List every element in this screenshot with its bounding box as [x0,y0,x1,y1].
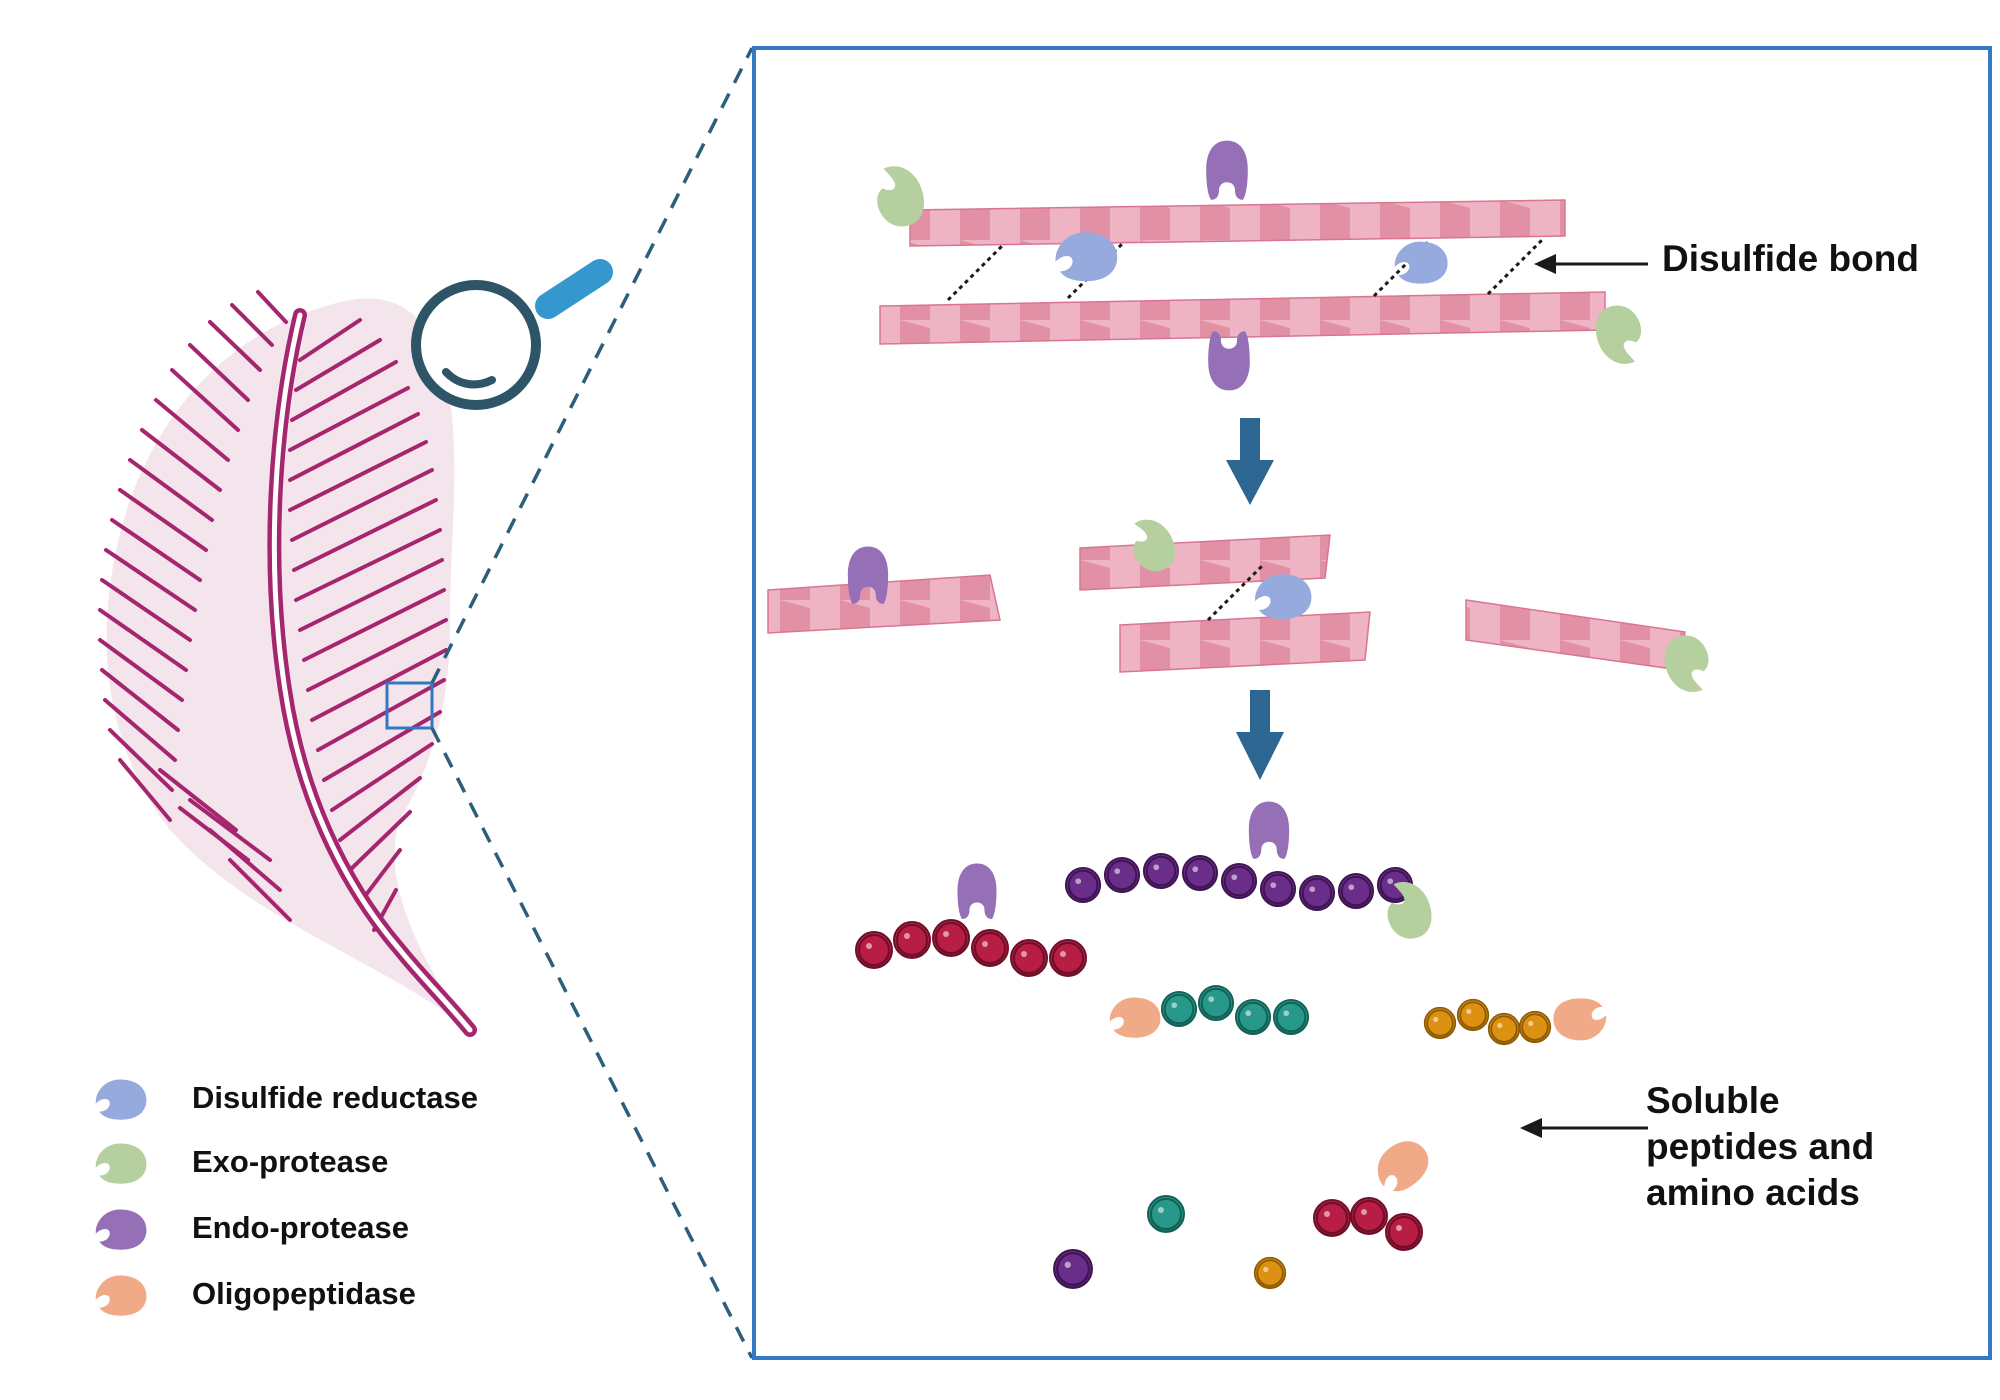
down-arrow-icon [1236,690,1284,780]
feather-icon [98,290,477,1037]
soluble-products-line-1: Soluble [1646,1080,1780,1121]
soluble-products-line-3: amino acids [1646,1172,1860,1213]
amino-acid-orange [1253,1256,1287,1290]
down-arrow-icon [1226,418,1274,505]
legend-icon-endo-protease [95,1209,147,1250]
disulfide-bond-label: Disulfide bond [1662,238,1919,279]
legend-icon-exo-protease [95,1143,147,1184]
legend-icon-disulfide-reductase [95,1079,147,1120]
soluble-products-label: Soluble peptides and amino acids [1646,1078,1874,1216]
zoom-connector-top [430,47,754,684]
magnifying-glass-icon [411,259,613,410]
amino-acid-purple [1053,1249,1093,1289]
legend-label-endo-protease: Endo-protease [192,1210,410,1245]
legend-icon-oligopeptidase [95,1275,147,1316]
zoom-region-box [385,681,434,730]
soluble-products-pointer [1520,1118,1648,1138]
zoom-panel [752,46,1992,1360]
legend-label-disulfide-reductase: Disulfide reductase [192,1080,478,1115]
disulfide-bond-pointer [1534,254,1648,274]
zoom-connector-bottom [430,727,754,1359]
keratin-fragment [767,574,1001,634]
amino-acid-teal [1147,1195,1185,1233]
soluble-products-line-2: peptides and [1646,1126,1875,1167]
legend-label-oligopeptidase: Oligopeptidase [192,1276,416,1311]
legend-label-exo-protease: Exo-protease [192,1144,389,1179]
